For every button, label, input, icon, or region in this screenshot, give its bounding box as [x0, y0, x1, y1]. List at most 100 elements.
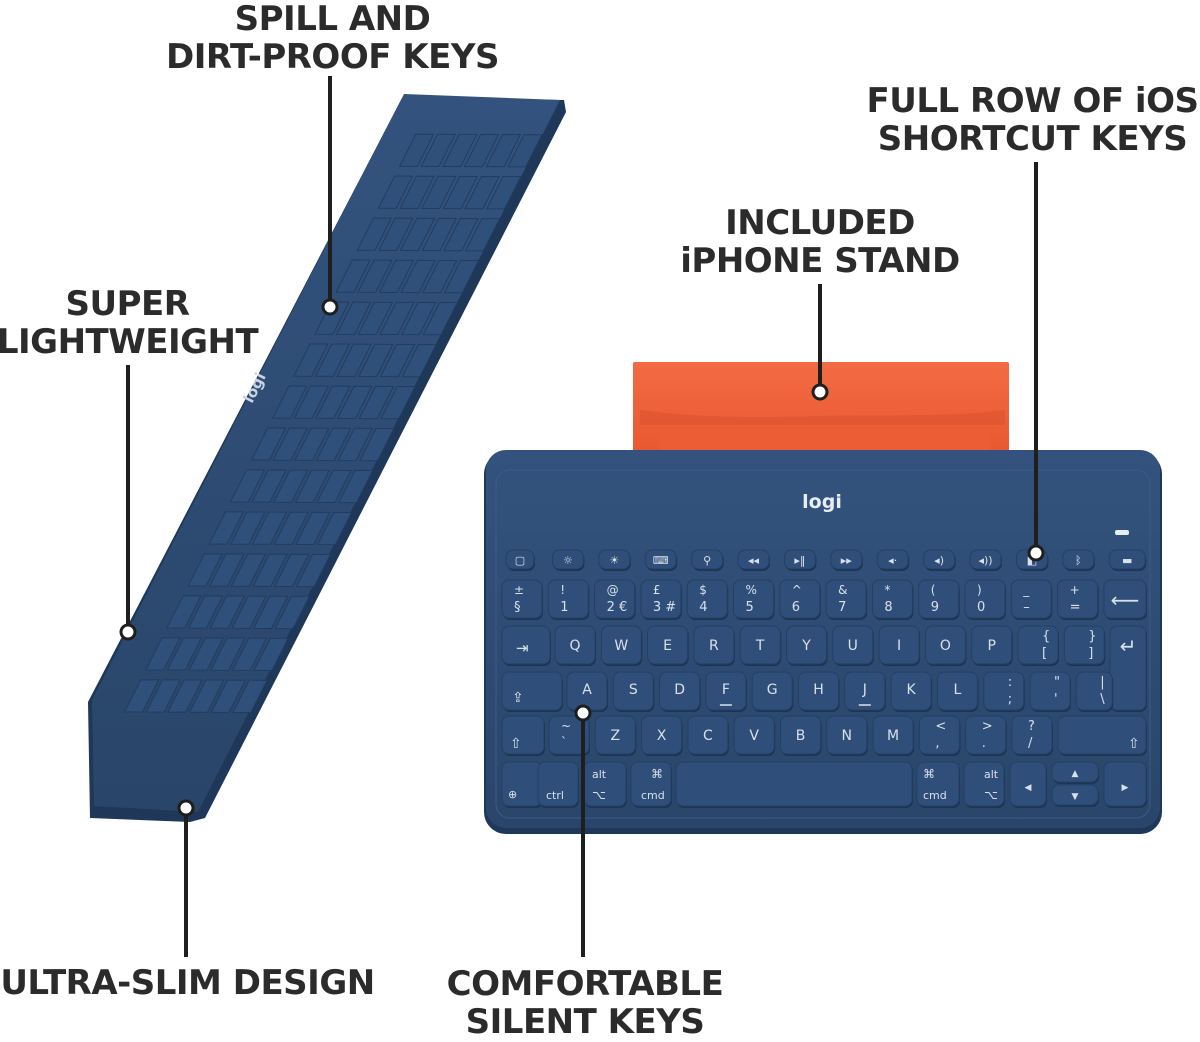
- stand-fold: [640, 410, 1005, 425]
- key-tilde: ~`: [548, 715, 590, 756]
- key-letter: T: [739, 625, 782, 666]
- key-arrow-up: ▲: [1051, 761, 1099, 784]
- key-legend: 0: [977, 600, 985, 615]
- key-legend: ": [1054, 675, 1060, 690]
- key-alt-right: alt ⌥: [963, 761, 1005, 808]
- key-legend: ▸▸: [841, 554, 853, 567]
- key-legend: ▬: [1122, 554, 1132, 567]
- key-punct: ?/: [1011, 715, 1053, 756]
- slanted-key: [230, 553, 267, 587]
- callout-ultra-slim: ULTRA-SLIM DESIGN: [0, 964, 375, 1002]
- key-number: _–: [1010, 579, 1053, 620]
- slanted-key: [464, 176, 500, 210]
- key-legend: .: [982, 736, 986, 751]
- key-legend: cmd: [923, 789, 947, 802]
- dot-lightweight: [119, 623, 137, 641]
- key-legend: (: [931, 583, 936, 597]
- slanted-key: [229, 469, 266, 503]
- bluetooth-icon: ᛒ: [1062, 549, 1095, 571]
- key-legend: ⌘: [923, 767, 935, 781]
- key-legend: Z: [611, 728, 621, 744]
- dot-slim: [177, 799, 195, 817]
- key-legend: 1: [560, 600, 568, 615]
- key-legend: ☀: [609, 554, 619, 567]
- callout-silent-line1: COMFORTABLE: [446, 964, 724, 1004]
- key-letter: W: [600, 625, 643, 666]
- key-legend: ⟵: [1111, 588, 1140, 612]
- key-legend: @: [607, 583, 619, 597]
- slanted-key: [273, 511, 310, 545]
- key-globe: ⊕: [501, 761, 543, 808]
- slanted-key: [167, 679, 203, 713]
- key-legend: ▼: [1072, 792, 1079, 802]
- key-legend: J: [862, 682, 867, 698]
- slanted-key: [314, 343, 351, 377]
- slanted-key: [507, 134, 543, 168]
- volume-down-icon: ◂): [923, 549, 956, 571]
- key-legend: _: [1022, 583, 1030, 597]
- key-legend: 4: [699, 600, 707, 615]
- slanted-key: [356, 217, 393, 251]
- key-legend: ?: [1028, 719, 1035, 734]
- key-letter: J: [844, 671, 886, 712]
- slanted-key: [336, 343, 372, 377]
- slanted-key: [145, 637, 181, 671]
- key-legend: Q: [569, 638, 580, 654]
- key-letter: L: [936, 671, 979, 712]
- key-letter: O: [924, 625, 967, 666]
- key-legend: ctrl: [546, 789, 564, 802]
- slanted-key: [251, 511, 288, 545]
- key-legend: M: [887, 728, 899, 744]
- key-legend: `: [561, 735, 567, 749]
- slanted-key: [442, 175, 479, 210]
- key-legend: ~: [561, 719, 571, 733]
- slanted-key: [209, 595, 246, 629]
- slanted-key: [357, 259, 393, 293]
- key-letter: F: [705, 671, 747, 712]
- key-letter: Y: [786, 625, 828, 666]
- mute-icon: ◂·: [876, 549, 910, 571]
- slanted-key: [316, 469, 352, 504]
- slanted-key: [210, 637, 246, 671]
- slanted-key: [337, 427, 373, 462]
- key-legend: ⌥: [984, 788, 998, 802]
- key-legend: D: [674, 682, 685, 698]
- brightness-up-icon: ☀: [598, 549, 631, 571]
- slanted-key: [443, 217, 479, 252]
- leader-lines: [126, 76, 1038, 957]
- slanted-key: [252, 595, 289, 629]
- key-number: )0: [964, 579, 1006, 620]
- slanted-key: [378, 259, 415, 293]
- key-legend: ±: [514, 583, 524, 597]
- leader-dots: [119, 298, 1045, 817]
- callout-silent-keys: COMFORTABLE SILENT KEYS: [435, 965, 735, 1041]
- rewind-icon: ◂◂: [737, 549, 770, 571]
- callout-spill-line2: DIRT-PROOF KEYS: [166, 37, 499, 77]
- key-legend: ): [977, 583, 982, 597]
- key-letter: P: [971, 625, 1013, 666]
- slanted-key: [463, 133, 500, 168]
- callout-spill-line1: SPILL AND: [234, 0, 431, 39]
- key-number: !1: [547, 579, 590, 620]
- key-legend: ,: [935, 736, 939, 751]
- key-legend: {: [1042, 629, 1050, 644]
- key-punct: >.: [965, 715, 1007, 756]
- slanted-key: [442, 133, 478, 168]
- key-legend: :: [1008, 675, 1012, 690]
- key-legend: ▸‖: [794, 554, 805, 567]
- dot-stand: [811, 383, 829, 401]
- slanted-key: [232, 679, 268, 714]
- callout-lightweight: SUPER LIGHTWEIGHT: [0, 285, 260, 361]
- key-letter: G: [751, 671, 794, 712]
- slanted-key: [271, 385, 308, 419]
- key-legend: A: [582, 682, 592, 698]
- key-legend: alt: [984, 768, 999, 781]
- slanted-key: [420, 133, 457, 167]
- slanted-key: [358, 343, 394, 378]
- key-legend: C: [703, 728, 713, 744]
- dot-spill: [321, 298, 339, 316]
- callout-iphone-stand: INCLUDED iPHONE STAND: [660, 204, 980, 280]
- key-letter: E: [647, 625, 689, 666]
